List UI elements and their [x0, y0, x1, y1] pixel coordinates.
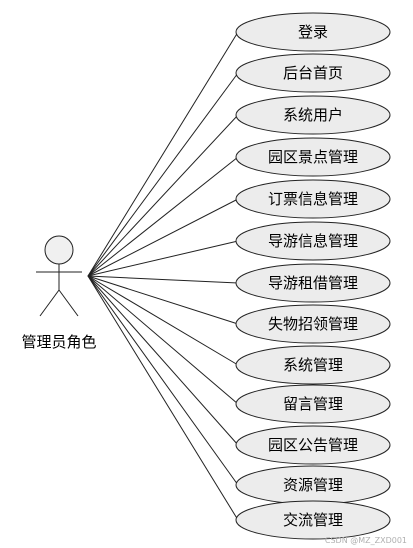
association-lines — [87, 31, 239, 521]
use-case-ellipse — [235, 425, 391, 465]
use-case: 交流管理 — [235, 500, 391, 540]
use-case-ellipse — [235, 53, 391, 93]
use-case-ellipse — [235, 345, 391, 385]
use-case-label: 失物招领管理 — [268, 315, 358, 333]
association-line — [87, 275, 239, 284]
use-case-ellipse — [235, 137, 391, 177]
use-case: 导游租借管理 — [235, 263, 391, 303]
use-case-label: 留言管理 — [283, 395, 343, 413]
watermark: CSDN @MZ_ZXD001 — [324, 536, 407, 545]
association-line — [87, 275, 239, 446]
actor-right-leg — [58, 289, 79, 317]
use-case: 园区景点管理 — [235, 137, 391, 177]
use-case-ellipse — [235, 304, 391, 344]
association-line — [87, 275, 239, 325]
use-case: 园区公告管理 — [235, 425, 391, 465]
use-case-label: 导游信息管理 — [268, 232, 358, 250]
use-case-label: 后台首页 — [283, 64, 343, 82]
actor-head — [44, 235, 74, 265]
association-line — [87, 156, 239, 277]
use-case: 失物招领管理 — [235, 304, 391, 344]
use-case-ellipse — [235, 500, 391, 540]
use-case: 资源管理 — [235, 465, 391, 505]
use-case-label: 导游租借管理 — [268, 274, 358, 292]
actor-left-leg — [39, 289, 60, 317]
use-case-list: 登录后台首页系统用户园区景点管理订票信息管理导游信息管理导游租借管理失物招领管理… — [235, 12, 391, 540]
use-case-ellipse — [235, 12, 391, 52]
actor-label: 管理员角色 — [21, 333, 96, 351]
association-line — [87, 275, 239, 405]
use-case-ellipse — [235, 263, 391, 303]
use-case: 导游信息管理 — [235, 221, 391, 261]
use-case-ellipse — [235, 95, 391, 135]
use-case-label: 园区景点管理 — [268, 148, 358, 166]
use-case-label: 资源管理 — [283, 476, 343, 494]
use-case-ellipse — [235, 384, 391, 424]
use-case: 留言管理 — [235, 384, 391, 424]
association-line — [87, 240, 239, 277]
association-line — [87, 275, 239, 486]
use-case: 后台首页 — [235, 53, 391, 93]
use-case: 系统用户 — [235, 95, 391, 135]
use-case: 登录 — [235, 12, 391, 52]
use-case-label: 订票信息管理 — [268, 190, 358, 208]
association-line — [87, 31, 239, 277]
use-case-label: 园区公告管理 — [268, 436, 358, 454]
use-case-label: 交流管理 — [283, 511, 343, 529]
use-case: 订票信息管理 — [235, 179, 391, 219]
association-line — [87, 275, 239, 366]
use-case-label: 系统管理 — [283, 356, 343, 374]
use-case-label: 系统用户 — [283, 106, 343, 124]
use-case: 系统管理 — [235, 345, 391, 385]
association-line — [87, 198, 239, 277]
association-line — [87, 275, 239, 521]
actor: 管理员角色 — [21, 235, 97, 351]
association-line — [87, 114, 239, 277]
use-case-ellipse — [235, 179, 391, 219]
use-case-ellipse — [235, 221, 391, 261]
association-line — [87, 72, 239, 277]
use-case-label: 登录 — [298, 23, 328, 41]
